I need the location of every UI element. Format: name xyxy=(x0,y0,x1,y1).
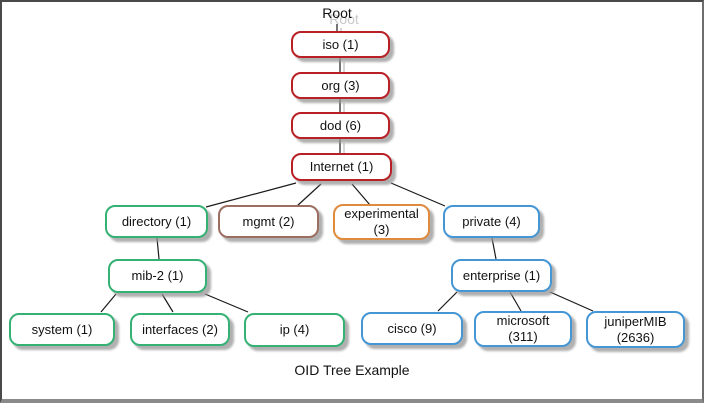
edge-private-enterprise xyxy=(491,237,497,260)
node-directory: directory (1) xyxy=(105,205,208,238)
node-cisco: cisco (9) xyxy=(361,312,463,345)
edge-internet-private xyxy=(390,182,446,207)
node-iso: iso (1) xyxy=(291,31,390,58)
node-internet: Internet (1) xyxy=(291,153,392,181)
diagram-caption: OID Tree Example xyxy=(294,362,410,378)
node-experimental: experimental (3) xyxy=(333,204,430,240)
node-private: private (4) xyxy=(443,205,540,238)
edge-directory-mib2 xyxy=(156,237,160,260)
edge-mib2-ip xyxy=(204,293,249,313)
edge-enterprise-cisco xyxy=(437,291,458,312)
node-org: org (3) xyxy=(291,72,390,99)
edge-mib2-system xyxy=(100,293,117,313)
node-interfaces: interfaces (2) xyxy=(130,313,230,346)
node-dod: dod (6) xyxy=(291,112,390,139)
node-junipermib: juniperMIB (2636) xyxy=(586,311,685,348)
node-microsoft: microsoft (311) xyxy=(474,311,572,347)
node-ip: ip (4) xyxy=(244,313,345,347)
root-label: Root xyxy=(322,5,352,21)
node-enterprise: enterprise (1) xyxy=(451,259,552,292)
node-mgmt: mgmt (2) xyxy=(218,205,319,238)
node-mib2: mib-2 (1) xyxy=(108,259,207,293)
edge-internet-mgmt xyxy=(296,183,322,207)
edge-enterprise-microsoft xyxy=(509,291,522,312)
edge-mib2-interfaces xyxy=(161,293,174,313)
edge-internet-directory xyxy=(205,182,297,208)
node-system: system (1) xyxy=(9,313,115,346)
edge-internet-experimental xyxy=(351,183,371,206)
edge-enterprise-junipermib xyxy=(549,291,594,312)
